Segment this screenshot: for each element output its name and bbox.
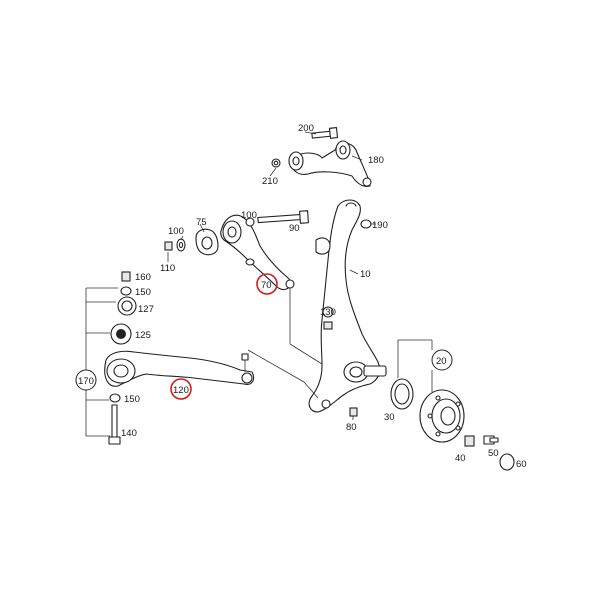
steering-knuckle: [308, 199, 387, 413]
label-140: 140: [121, 428, 137, 439]
label-127: 127: [138, 304, 154, 315]
label-120: 120: [173, 385, 189, 396]
label-180: 180: [368, 155, 384, 166]
tension-arm: [220, 214, 295, 304]
label-80: 80: [346, 422, 357, 433]
label-30: 30: [384, 412, 395, 423]
label-100a: 100: [168, 226, 184, 237]
bushing-210: [271, 158, 281, 168]
bolt-90: [257, 210, 309, 224]
lower-control-arm: [104, 350, 255, 387]
upper-control-arm: [288, 140, 372, 187]
label-200: 200: [298, 123, 314, 134]
seal-ring-30: [390, 378, 414, 410]
highlight-ring-120: [170, 378, 192, 400]
label-110: 110: [160, 263, 175, 274]
nut-110: [164, 241, 173, 251]
highlight-ring-70: [256, 273, 278, 295]
label-50: 50: [488, 448, 499, 459]
label-210: 210: [262, 176, 278, 187]
group-callout-170: [75, 369, 97, 391]
label-100b: 100: [241, 210, 257, 221]
bushing-127: [117, 296, 137, 316]
washer-100a: [176, 238, 186, 252]
label-130: 130: [320, 307, 336, 318]
cap-190: [360, 219, 372, 229]
label-75: 75: [196, 217, 207, 228]
nut-160: [121, 271, 131, 282]
label-70: 70: [261, 280, 272, 291]
label-190: 190: [372, 220, 388, 231]
label-20: 20: [436, 356, 447, 367]
label-150a: 150: [135, 287, 151, 298]
label-60: 60: [516, 459, 527, 470]
label-40: 40: [455, 453, 466, 464]
label-170: 170: [78, 376, 94, 387]
bushing-125: [110, 323, 132, 345]
bolt-200: [311, 127, 339, 139]
group-callout-20: [431, 349, 453, 371]
label-150b: 150: [124, 394, 140, 405]
bolt-80: [349, 407, 358, 417]
label-10: 10: [360, 269, 371, 280]
bolt-40: [464, 435, 475, 447]
label-90: 90: [289, 223, 300, 234]
label-125: 125: [135, 330, 151, 341]
bushing-75: [195, 228, 219, 256]
bolt-50: [483, 435, 499, 445]
washer-150b: [109, 393, 121, 403]
washer-150a: [120, 286, 132, 296]
nut-130: [323, 321, 333, 330]
bolt-140: [108, 404, 121, 445]
label-160: 160: [135, 272, 151, 283]
cap-60: [499, 453, 515, 471]
wheel-hub: [419, 389, 465, 443]
